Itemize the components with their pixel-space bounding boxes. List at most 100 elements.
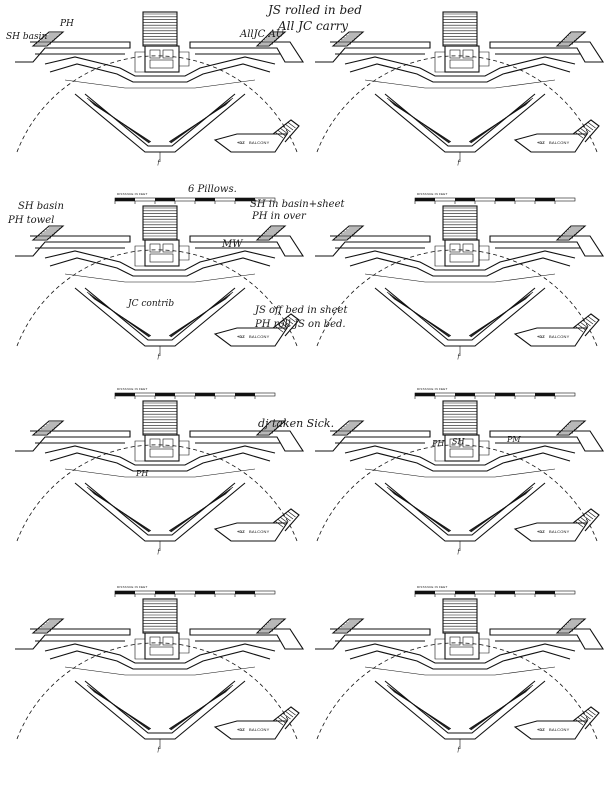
balcony-stair — [513, 119, 600, 153]
annotation-sh-basin-sheet: SH in basin+sheet — [250, 199, 345, 210]
inner-v-walls — [344, 250, 576, 283]
balcony-stair — [213, 508, 300, 542]
plan-drawing — [315, 197, 605, 356]
right-stair-flank — [255, 618, 287, 634]
floor-plan-panel-7: +DZ BALCONY ƒ DISTANCE IN FEET — [5, 585, 305, 784]
annotation-js-off-bed: JS off bed in sheet — [255, 305, 348, 316]
top-staircase — [142, 598, 178, 634]
inner-v-walls — [44, 250, 276, 283]
balcony-label: BALCONY — [249, 727, 270, 732]
scale-bar — [114, 590, 276, 597]
outer-wall — [15, 430, 305, 452]
outer-arc — [16, 642, 298, 740]
balcony-label: BALCONY — [549, 727, 570, 732]
central-room — [134, 434, 190, 462]
scale-bar-label: DISTANCE IN FEET — [417, 387, 448, 391]
scale-bar-label: DISTANCE IN FEET — [117, 387, 148, 391]
balcony-code-label: +DZ — [237, 529, 245, 534]
balcony-code-label: +DZ — [537, 529, 545, 534]
right-stair-flank — [555, 618, 587, 634]
central-room — [134, 239, 190, 267]
outer-wall — [15, 41, 305, 63]
right-stair-flank — [555, 225, 587, 241]
scale-bar — [414, 197, 576, 204]
balcony-stair — [513, 706, 600, 740]
outer-arc — [16, 55, 298, 153]
plan-drawing — [15, 197, 305, 356]
inner-v-walls — [344, 643, 576, 676]
balcony-code-label: +DZ — [537, 727, 545, 732]
left-stair-flank — [331, 31, 365, 47]
left-stair-flank — [31, 420, 65, 436]
inner-v-walls — [44, 643, 276, 676]
annotation-ph-roll: PH roll JS on bed. — [255, 319, 346, 330]
annotation-ph-towel: PH towel — [8, 215, 55, 226]
right-stair-flank — [555, 420, 587, 436]
outer-wall — [315, 41, 605, 63]
annotation-alljc-au: AllJC AU — [240, 29, 285, 40]
left-stair-flank — [31, 618, 65, 634]
outer-wall — [15, 628, 305, 650]
balcony-label: BALCONY — [249, 529, 270, 534]
annotation-ph-over: PH in over — [252, 211, 306, 222]
annotation-sh-basin-1: SH basin — [6, 32, 48, 42]
balcony-code-label: +DZ — [237, 727, 245, 732]
outer-arc — [316, 642, 598, 740]
balcony-stair — [213, 706, 300, 740]
top-staircase — [142, 205, 178, 241]
lower-terraces — [374, 287, 546, 347]
plan-drawing — [315, 11, 605, 162]
outer-arc — [16, 444, 298, 542]
annotation-jc-contrib: JC contrib — [128, 299, 175, 309]
top-staircase — [442, 11, 478, 47]
plan-drawing — [15, 11, 305, 162]
balcony-stair — [513, 508, 600, 542]
outer-arc — [16, 249, 298, 347]
right-stair-flank — [555, 31, 587, 47]
annotation-mw: MW — [222, 239, 243, 250]
outer-arc — [316, 444, 598, 542]
balcony-stair — [513, 313, 600, 347]
center-axis-label: ƒ — [157, 160, 161, 166]
annotation-ph-4: PH — [432, 439, 445, 448]
inner-v-walls — [344, 56, 576, 89]
scale-bar-label: DISTANCE IN FEET — [117, 585, 148, 589]
scale-bar — [414, 392, 576, 399]
left-stair-flank — [31, 31, 65, 47]
scale-bar — [114, 197, 276, 204]
central-room — [434, 45, 490, 73]
center-axis-label: ƒ — [157, 549, 161, 555]
inner-v-walls — [44, 445, 276, 478]
balcony-code-label: +DZ — [537, 334, 545, 339]
right-stair-flank — [255, 420, 287, 436]
central-room — [134, 632, 190, 660]
annotation-sh-4: SH — [452, 437, 465, 446]
balcony-label: BALCONY — [549, 140, 570, 145]
center-axis-label: ƒ — [157, 747, 161, 753]
left-stair-flank — [31, 225, 65, 241]
annotation-ph-1: PH — [60, 19, 74, 29]
outer-wall — [315, 430, 605, 452]
annotation-ph-3: PH — [136, 469, 149, 478]
annotation-dj-taken-sick: dj taken Sick. — [258, 417, 335, 430]
central-room — [434, 434, 490, 462]
lower-terraces — [374, 680, 546, 740]
outer-wall — [315, 235, 605, 257]
annotation-pm-4: PM — [507, 435, 521, 444]
balcony-label: BALCONY — [549, 529, 570, 534]
scale-bar-label: DISTANCE IN FEET — [417, 192, 448, 196]
top-staircase — [142, 11, 178, 47]
top-staircase — [442, 400, 478, 436]
right-stair-flank — [255, 31, 287, 47]
center-axis-label: ƒ — [157, 354, 161, 360]
left-stair-flank — [331, 618, 365, 634]
top-staircase — [442, 598, 478, 634]
left-stair-flank — [331, 225, 365, 241]
scale-bar — [114, 392, 276, 399]
outer-arc — [316, 55, 598, 153]
annotation-sh-basin-2: SH basin — [18, 201, 64, 212]
inner-v-walls — [44, 56, 276, 89]
